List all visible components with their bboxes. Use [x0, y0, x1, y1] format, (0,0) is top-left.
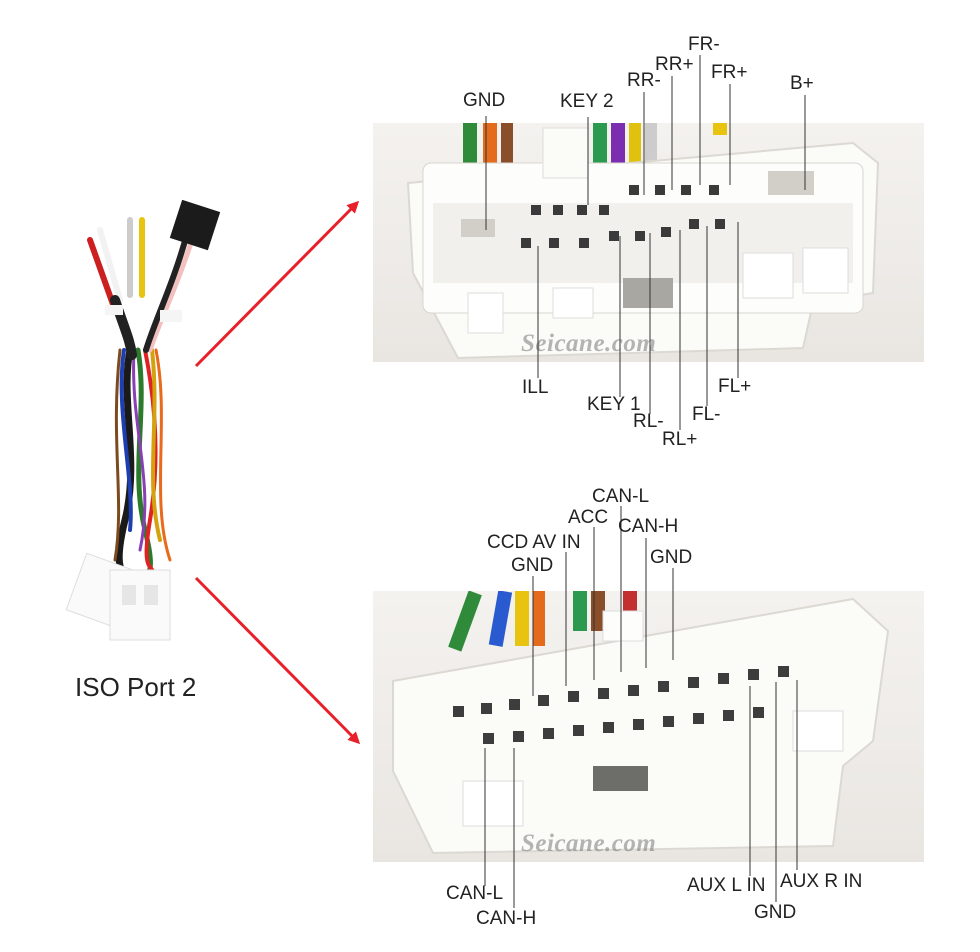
port-caption: ISO Port 2: [75, 672, 197, 702]
watermark: Seicane.com: [521, 830, 657, 857]
label-gnd: GND: [463, 90, 506, 111]
label-can-h-top: CAN-H: [618, 516, 679, 537]
label-fl-plus: FL+: [718, 376, 752, 397]
wire-harness-image: [65, 200, 221, 641]
label-gnd-left: GND: [511, 555, 554, 576]
top-connector-photo: Seicane.com: [373, 123, 924, 362]
watermark: Seicane.com: [521, 330, 657, 357]
label-aux-r-in: AUX R IN: [780, 871, 863, 892]
label-rr-minus: RR-: [627, 70, 661, 91]
label-rl-plus: RL+: [662, 429, 698, 450]
label-can-l-top: CAN-L: [592, 486, 650, 507]
label-rl-minus: RL-: [633, 411, 664, 432]
label-key2: KEY 2: [560, 91, 614, 112]
label-can-h-bottom: CAN-H: [476, 908, 537, 929]
label-fr-plus: FR+: [711, 62, 748, 83]
label-key1: KEY 1: [587, 394, 641, 415]
label-fr-minus: FR-: [688, 34, 720, 55]
label-ccd-av-in: CCD AV IN: [487, 532, 581, 553]
label-gnd-bottom: GND: [754, 902, 797, 923]
label-acc: ACC: [568, 507, 609, 528]
arrow-to-bottom-connector: [194, 576, 361, 745]
label-ill: ILL: [522, 377, 549, 398]
arrow-to-top-connector: [194, 200, 360, 368]
label-rr-plus: RR+: [655, 54, 694, 75]
label-fl-minus: FL-: [692, 404, 721, 425]
label-gnd-top: GND: [650, 547, 693, 568]
label-b-plus: B+: [790, 73, 814, 94]
bottom-connector-photo: Seicane.com: [373, 591, 924, 862]
label-can-l-bottom: CAN-L: [446, 883, 504, 904]
label-aux-l-in: AUX L IN: [687, 875, 766, 896]
